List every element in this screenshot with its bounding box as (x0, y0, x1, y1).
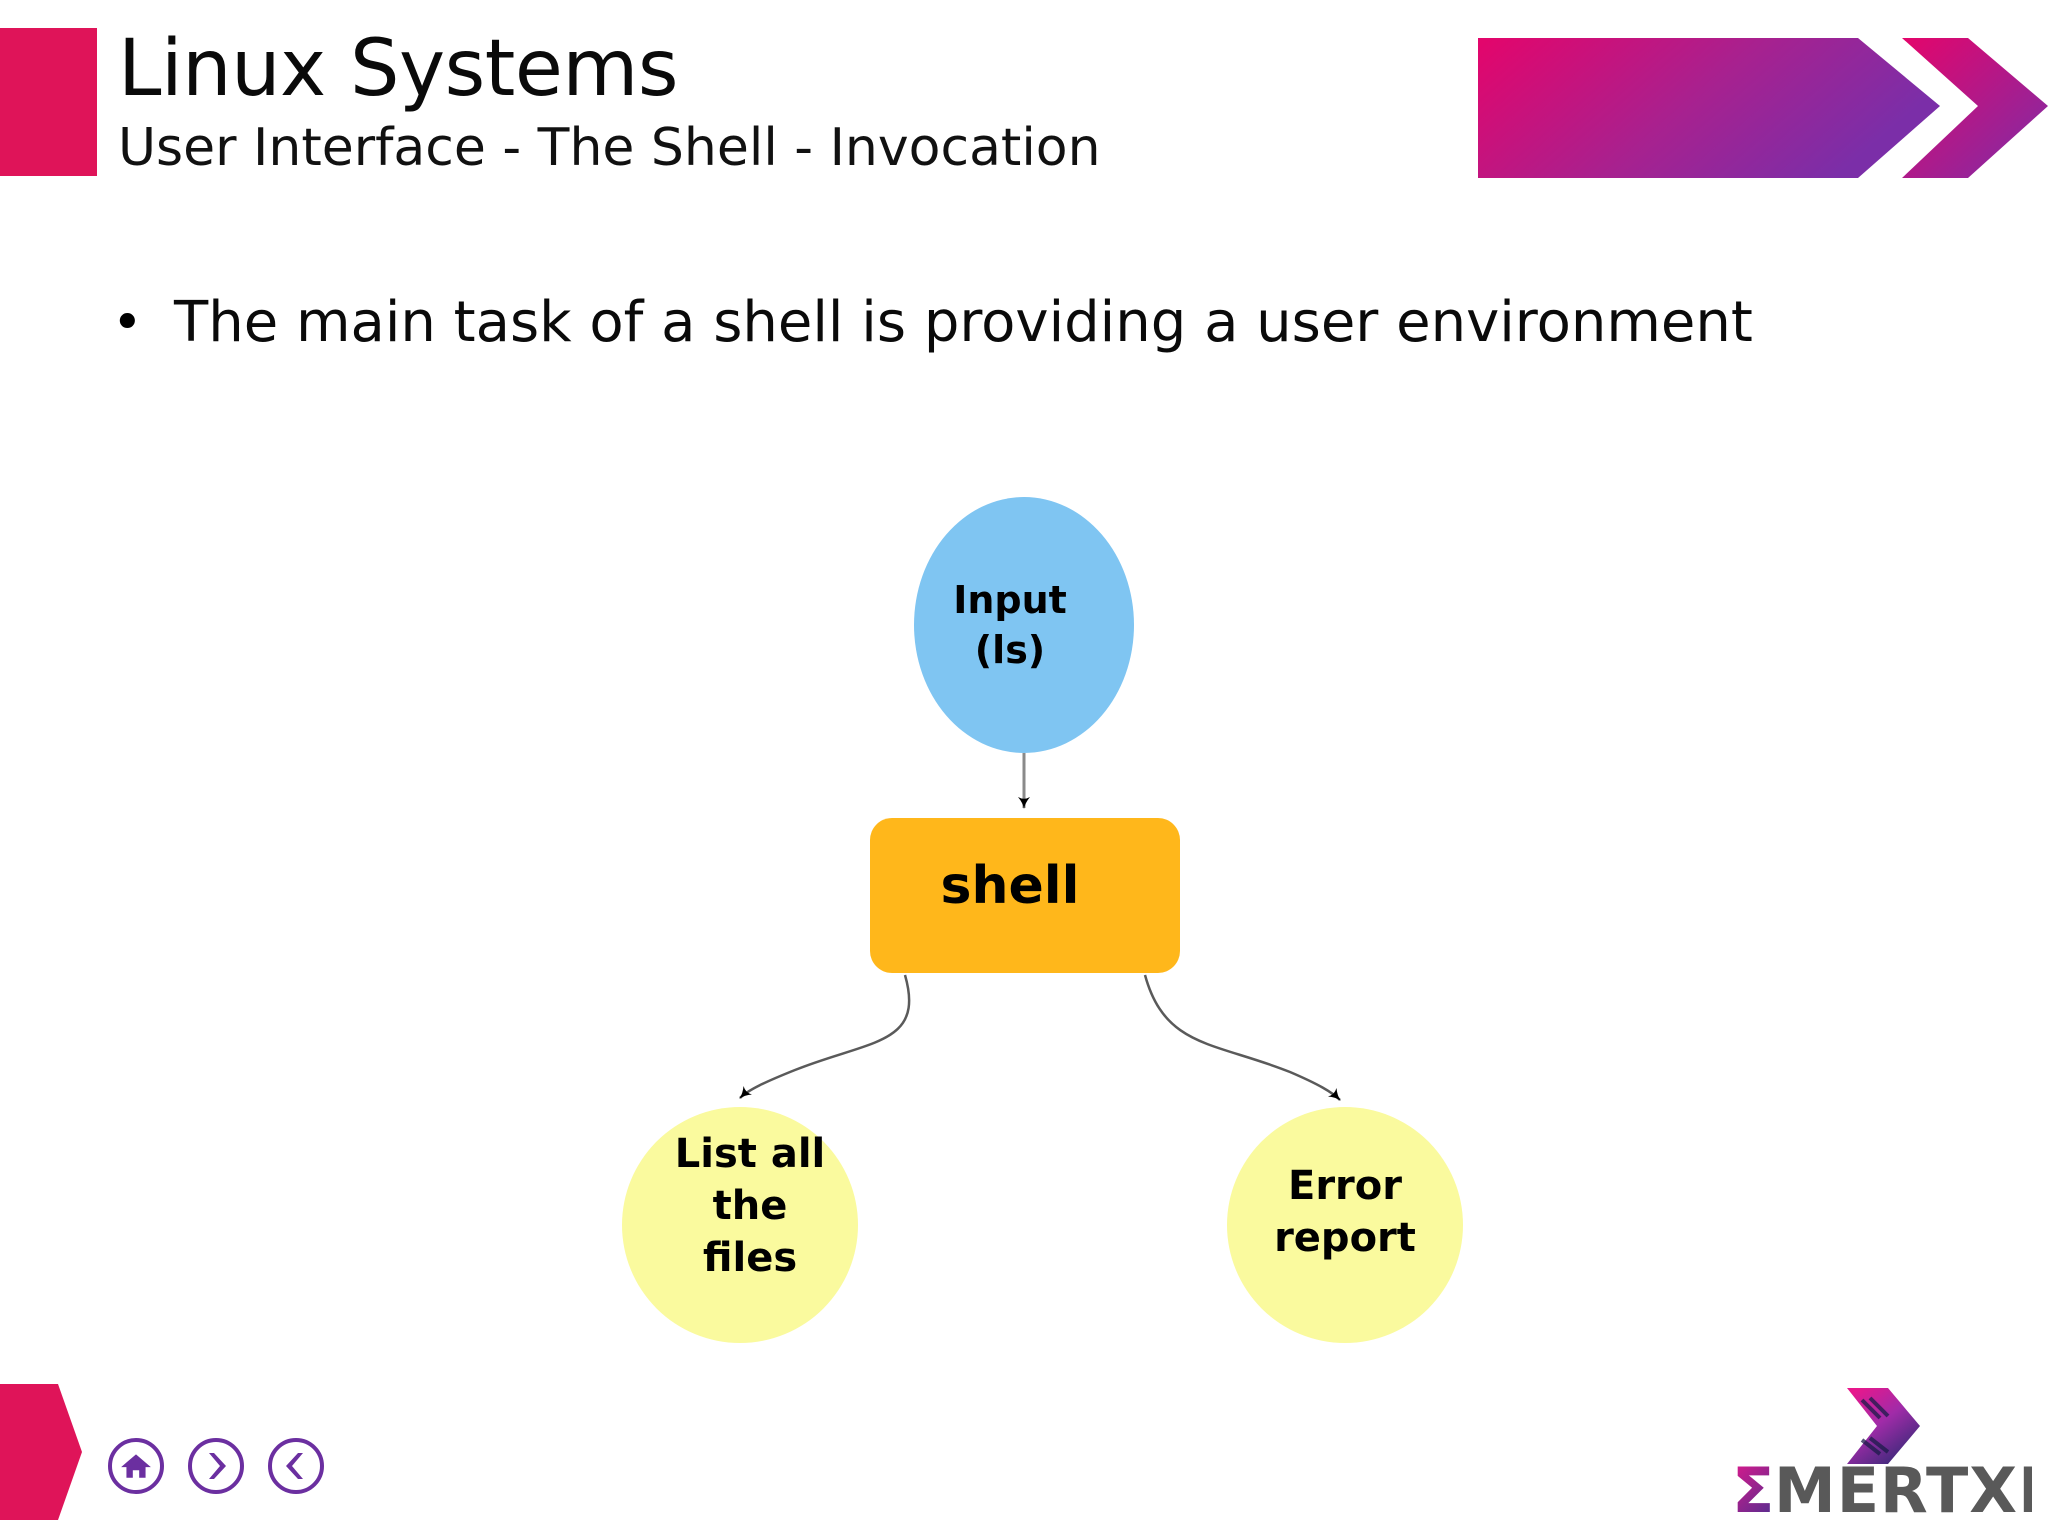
bullet-list-item: • The main task of a shell is providing … (112, 288, 1992, 358)
logo-wordmark: MERTXE (1774, 1454, 2032, 1527)
banner-body (1478, 38, 1940, 178)
home-icon (121, 1454, 151, 1478)
node-input-label: Input (ls) (900, 575, 1120, 675)
header-banner-arrow (1478, 38, 2048, 178)
node-list-files-label-line-1: List all (674, 1131, 826, 1177)
node-list-files-label-line-3: files (702, 1235, 798, 1281)
header-accent-bar (0, 28, 97, 176)
footer-accent-arrow (0, 1384, 82, 1520)
nav-previous-button[interactable] (268, 1438, 324, 1494)
node-input-label-line-2: (ls) (974, 628, 1046, 672)
node-list-files-label-line-2: the (712, 1183, 788, 1229)
emertxe-logo: Σ MERTXE (1712, 1378, 2048, 1530)
emertxe-logo-graphic: Σ MERTXE (1732, 1388, 2048, 1527)
edge-shell-to-error-report (1143, 974, 1341, 1101)
logo-chevron-icon (1847, 1388, 1920, 1464)
nav-home-button[interactable] (108, 1438, 164, 1494)
page-subtitle: User Interface - The Shell - Invocation (118, 118, 1101, 178)
node-error-report-label-line-1: Error (1288, 1163, 1402, 1209)
bullet-marker: • (112, 293, 143, 353)
edge-shell-to-list-files (739, 974, 911, 1099)
chevron-right-icon (209, 1453, 226, 1479)
node-list-files-label: List all the files (630, 1128, 870, 1284)
header-text-block: Linux Systems User Interface - The Shell… (118, 26, 1448, 178)
bullet-text: The main task of a shell is providing a … (174, 290, 1753, 355)
banner-chevron-icon (1902, 38, 2048, 178)
nav-next-button[interactable] (188, 1438, 244, 1494)
node-error-report-label-line-2: report (1274, 1215, 1416, 1261)
node-shell-label: shell (940, 856, 1080, 916)
node-input-label-line-1: Input (953, 578, 1067, 622)
footer-navigation (108, 1438, 324, 1494)
page-title: Linux Systems (118, 24, 678, 114)
node-error-report-label: Error report (1220, 1160, 1470, 1264)
chevron-left-icon (286, 1453, 303, 1479)
logo-sigma-glyph: Σ (1732, 1454, 1774, 1527)
